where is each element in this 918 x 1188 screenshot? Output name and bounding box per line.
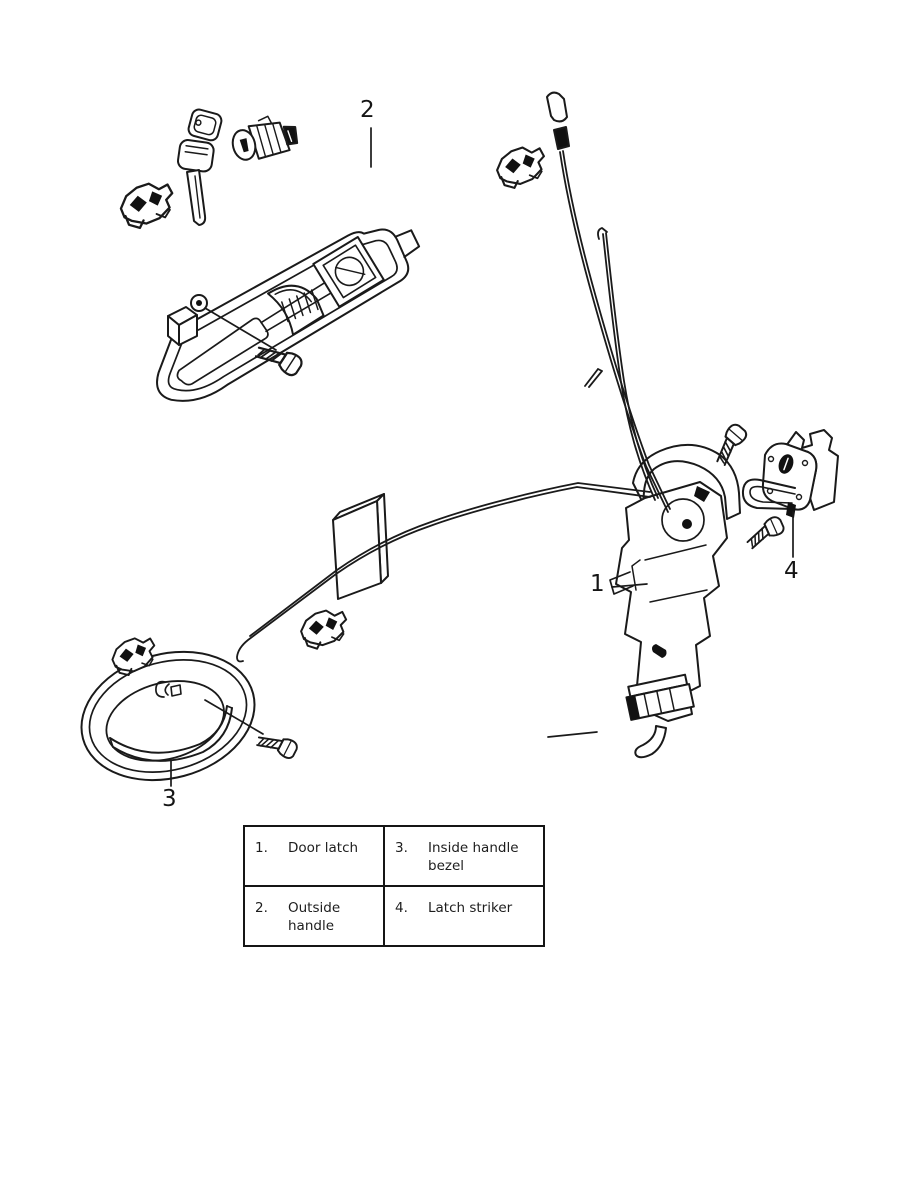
part-number: 1.	[255, 840, 268, 856]
table-cell-inside-handle-bezel: 3. Inside handle bezel	[385, 827, 543, 887]
outside-handle-illustration	[116, 108, 421, 402]
part-label: Outside handle	[288, 899, 341, 934]
mid-clip-icon	[298, 607, 350, 652]
table-cell-door-latch: 1. Door latch	[245, 827, 385, 887]
callout-outside-handle: 2	[360, 97, 375, 123]
table-cell-latch-striker: 4. Latch striker	[385, 887, 543, 945]
callout-inside-handle-bezel: 3	[162, 786, 177, 812]
callout-latch-striker: 4	[784, 558, 799, 584]
part-number: 3.	[395, 840, 408, 856]
part-number: 4.	[395, 899, 408, 916]
rods-illustration	[236, 150, 671, 663]
pad-block-illustration	[332, 493, 389, 600]
inside-handle-bezel-illustration	[80, 634, 301, 787]
part-number: 2.	[255, 899, 268, 916]
striker-screw-icon	[741, 514, 788, 550]
table-cell-outside-handle: 2. Outside handle	[245, 886, 385, 945]
callout-door-latch: 1	[590, 571, 605, 597]
parts-legend-table: 1. Door latch 3. Inside handle bezel 2. …	[243, 825, 545, 947]
latch-striker-illustration	[741, 429, 839, 558]
part-label: Inside handle bezel	[428, 840, 519, 874]
part-label: Latch striker	[428, 899, 513, 916]
part-label: Door latch	[288, 840, 359, 856]
bezel-screw-icon	[254, 725, 301, 763]
callout-1-leader	[611, 583, 648, 588]
lock-rod-illustration	[493, 91, 570, 192]
